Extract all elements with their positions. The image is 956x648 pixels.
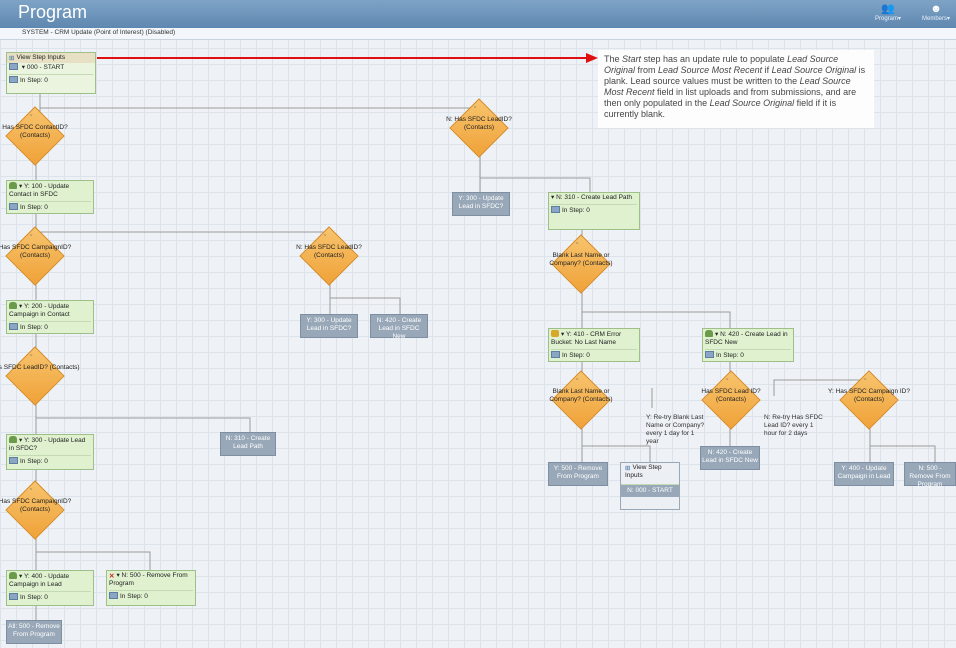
sync-person-icon (9, 182, 17, 189)
step-410-in-step: In Step: 0 (562, 352, 590, 359)
members-icon (109, 592, 118, 599)
sync-person-icon (705, 330, 713, 337)
ghost-step-500-all[interactable]: All: 500 - Remove From Program (6, 620, 62, 644)
step-200[interactable]: ▾ Y: 200 - Update Campaign in Contact In… (6, 300, 94, 334)
decision-label: N: Has SFDC LeadID? (Contacts) (296, 244, 362, 259)
ghost-step-420-mid[interactable]: N: 420 - Create Lead in SFDC New (370, 314, 428, 340)
step-200-in-step: In Step: 0 (20, 324, 48, 331)
ghost-step-500-yes[interactable]: Y: 500 - Remove From Program (548, 462, 608, 486)
step-500-title: N: 500 - Remove From Program (109, 572, 188, 587)
program-header: Program 👥Program▾ ☻Members▾ (0, 0, 956, 28)
step-200-title: Y: 200 - Update Campaign in Contact (9, 303, 70, 318)
step-400-title: Y: 400 - Update Campaign in Lead (9, 573, 70, 588)
retry-note-lead-id: N: Re-try Has SFDC Lead ID? every 1 hour… (764, 414, 823, 437)
remove-icon: ✕ (109, 573, 115, 580)
step-420-in-step: In Step: 0 (716, 352, 744, 359)
view-step-inputs-box[interactable]: ⊞View Step Inputs N: 000 - START (620, 462, 680, 510)
step-410[interactable]: ▾ Y: 410 - CRM Error Bucket: No Last Nam… (548, 328, 640, 362)
step-420-title: N: 420 - Create Lead in SFDC New (705, 331, 788, 346)
ghost-step-300-right[interactable]: Y: 300 - Update Lead in SFDC? (452, 192, 510, 216)
step-400[interactable]: ▾ Y: 400 - Update Campaign in Lead In St… (6, 570, 94, 606)
step-410-title: Y: 410 - CRM Error Bucket: No Last Name (551, 331, 622, 346)
decision-label: Blank Last Name or Company? (Contacts) (549, 388, 613, 403)
start-step-title: 000 - START (26, 64, 65, 71)
members-icon (705, 351, 714, 358)
decision-label: Has SFDC ContactID? (Contacts) (2, 124, 68, 139)
ghost-step-300-mid[interactable]: Y: 300 - Update Lead in SFDC? (300, 314, 358, 338)
view-inputs-label: View Step Inputs (625, 464, 662, 479)
step-500-remove[interactable]: ✕▾ N: 500 - Remove From Program In Step:… (106, 570, 196, 606)
sync-person-icon (9, 436, 17, 443)
decision-diamond (5, 346, 65, 406)
ghost-step-400-bottom[interactable]: Y: 400 - Update Campaign in Lead (834, 462, 894, 486)
view-step-inputs-label: View Step Inputs (16, 54, 66, 61)
step-300[interactable]: ▾ Y: 300 - Update Lead in SFDC? In Step:… (6, 434, 94, 470)
start-step[interactable]: ⊞View Step Inputs ▾ 000 - START In Step:… (6, 52, 96, 94)
decision-label: Blank Last Name or Company? (Contacts) (549, 252, 613, 267)
step-100-in-step: In Step: 0 (20, 204, 48, 211)
step-420[interactable]: ▾ N: 420 - Create Lead in SFDC New In St… (702, 328, 794, 362)
step-310-in-step: In Step: 0 (562, 207, 590, 214)
ghost-step-310[interactable]: N: 310 - Create Lead Path (220, 432, 276, 456)
step-310-title: N: 310 - Create Lead Path (556, 194, 632, 201)
sync-person-icon (9, 302, 17, 309)
decision-label: N: Has SFDC LeadID? (Contacts) (446, 116, 512, 131)
member-icon: ☻ (930, 3, 942, 15)
system-title: SYSTEM - CRM Update (Point of Interest) … (22, 29, 176, 36)
decision-label: Has SFDC Lead ID? (Contacts) (701, 388, 761, 403)
ghost-step-420-bottom[interactable]: N: 420 - Create Lead in SFDC New (700, 446, 760, 470)
retry-note-last-name: Y: Re-try Blank Last Name or Company? ev… (646, 414, 705, 445)
step-310[interactable]: ▾ N: 310 - Create Lead Path In Step: 0 (548, 192, 640, 230)
step-400-in-step: In Step: 0 (20, 594, 48, 601)
sync-person-icon (9, 572, 17, 579)
members-icon (551, 206, 560, 213)
callout-arrow-head (586, 53, 598, 63)
decision-label: Has SFDC CampaignID? (Contacts) (0, 498, 72, 513)
program-menu-label: Program▾ (874, 16, 902, 22)
info-callout: The Start step has an update rule to pop… (598, 50, 874, 128)
decision-label: Has SFDC CampaignID? (Contacts) (0, 244, 72, 259)
system-bar: SYSTEM - CRM Update (Point of Interest) … (0, 28, 956, 40)
decision-label: Y: Has SFDC Campaign ID? (Contacts) (827, 388, 910, 403)
step-300-title: Y: 300 - Update Lead in SFDC? (9, 437, 86, 452)
step-inputs-icon: ⊞ (625, 465, 631, 472)
members-menu-button[interactable]: ☻Members▾ (916, 3, 956, 22)
step-100[interactable]: ▾ Y: 100 - Update Contact in SFDC In Ste… (6, 180, 94, 214)
members-menu-label: Members▾ (921, 16, 951, 22)
people-icon: 👥 (881, 3, 895, 15)
members-icon (9, 593, 18, 600)
members-icon (9, 203, 18, 210)
decision-label: Has SFDC LeadID? (Contacts) (0, 364, 80, 371)
members-icon (9, 323, 18, 330)
program-menu-button[interactable]: 👥Program▾ (868, 3, 908, 22)
ghost-step-500-bottom[interactable]: N: 500 - Remove From Program (904, 462, 956, 488)
view-inputs-footer: N: 000 - START (621, 484, 679, 497)
members-icon (9, 457, 18, 464)
start-in-step: In Step: 0 (20, 77, 48, 84)
step-icon (9, 63, 18, 70)
view-step-inputs-link[interactable]: ⊞View Step Inputs (7, 53, 95, 63)
step-500-in-step: In Step: 0 (120, 593, 148, 600)
step-300-in-step: In Step: 0 (20, 458, 48, 465)
step-100-title: Y: 100 - Update Contact in SFDC (9, 183, 70, 198)
warning-icon (551, 330, 559, 337)
members-icon (9, 76, 18, 83)
page-title: Program (18, 2, 88, 22)
members-icon (551, 351, 560, 358)
step-inputs-icon: ⊞ (9, 55, 15, 62)
